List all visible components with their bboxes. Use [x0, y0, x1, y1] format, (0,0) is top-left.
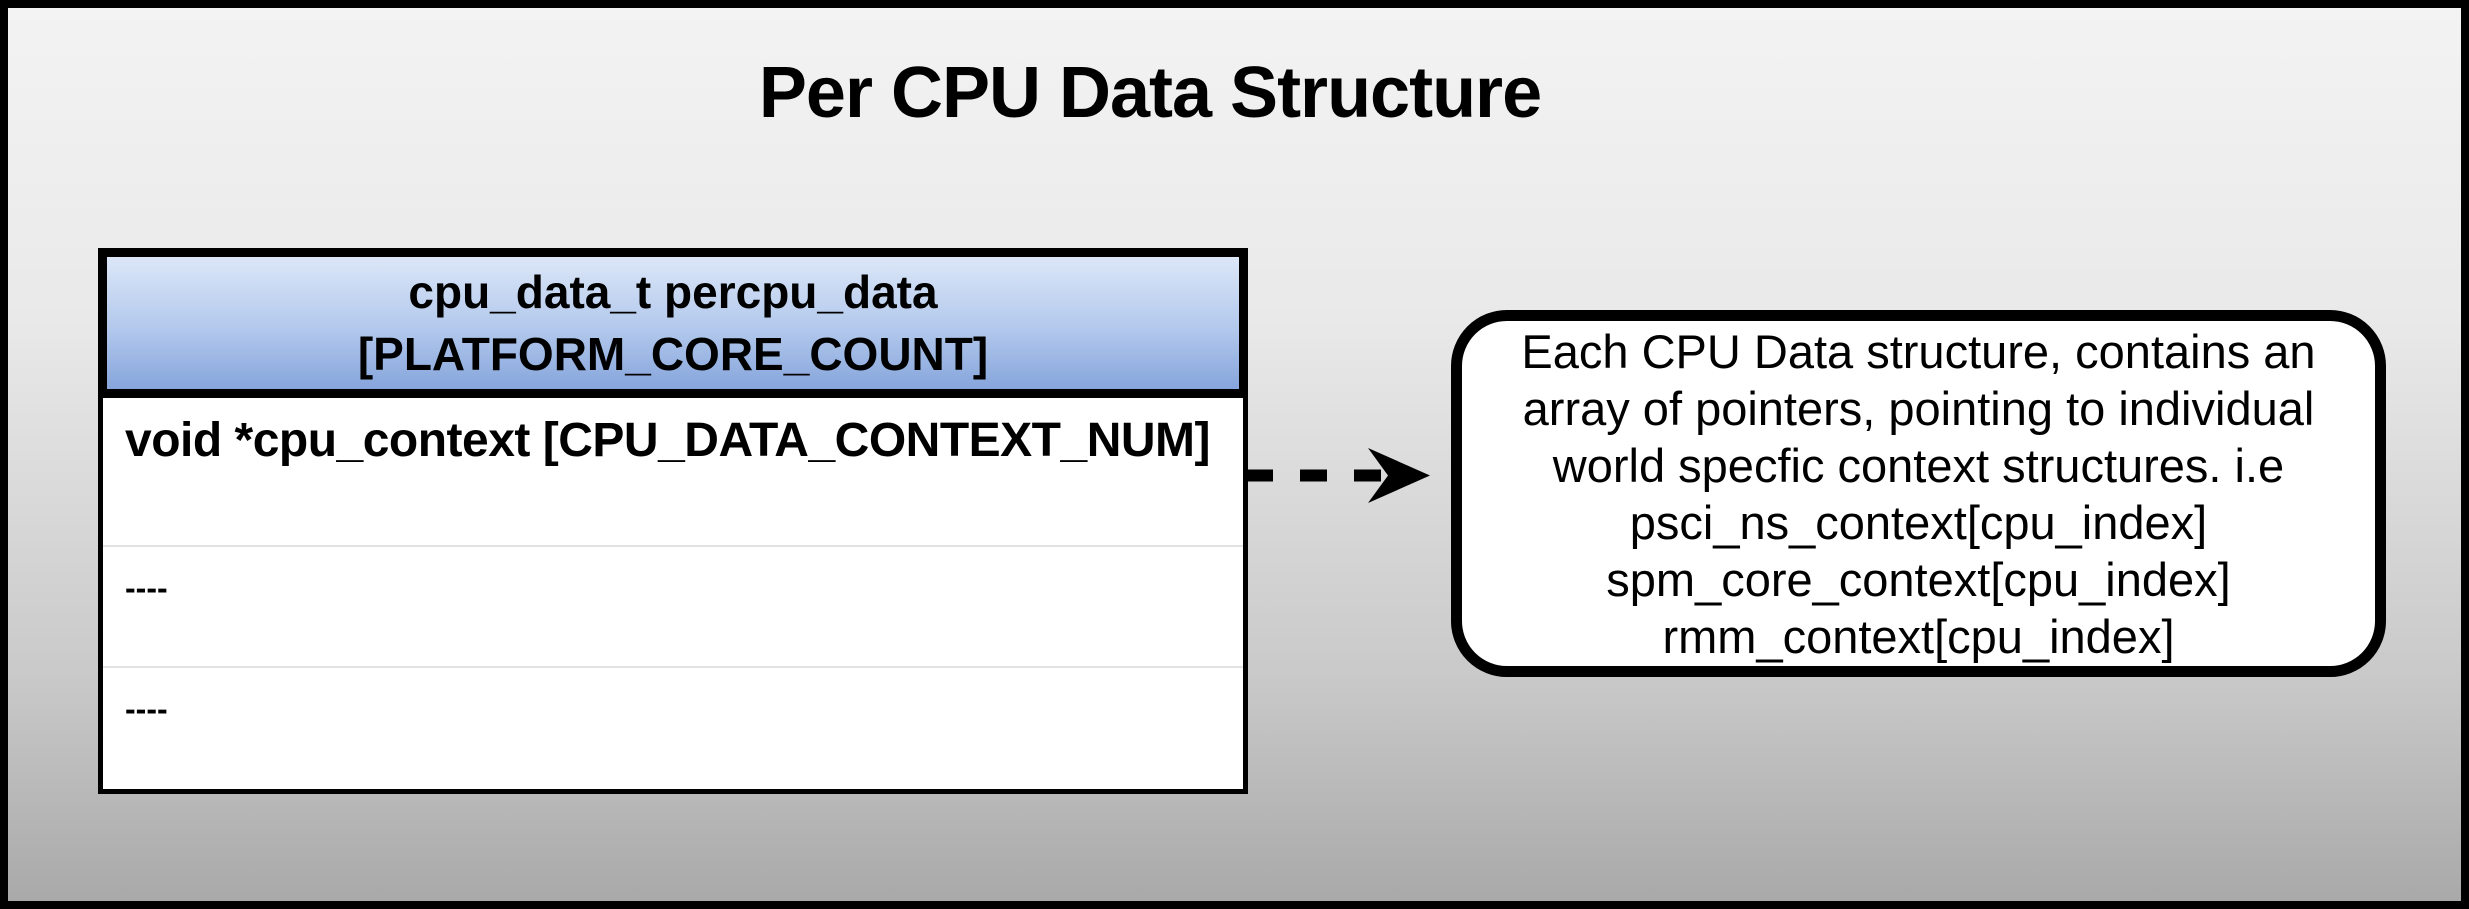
annotation-line: array of pointers, pointing to individua… — [1522, 381, 2315, 435]
annotation-line: psci_ns_context[cpu_index] — [1629, 495, 2208, 549]
table-row-placeholder-2: ---- — [103, 666, 1243, 789]
row-label: ---- — [125, 691, 168, 727]
table-row-placeholder-1: ---- — [103, 545, 1243, 666]
row-label: ---- — [125, 570, 168, 606]
row-label: void *cpu_context [CPU_DATA_CONTEXT_NUM] — [125, 414, 1210, 467]
annotation-box: Each CPU Data structure, contains an arr… — [1451, 310, 2386, 677]
annotation-line: Each CPU Data structure, contains an — [1521, 324, 2316, 378]
page-title: Per CPU Data Structure — [758, 53, 1542, 133]
annotation-line: rmm_context[cpu_index] — [1662, 609, 2175, 663]
table-header-line2: [PLATFORM_CORE_COUNT] — [357, 328, 989, 380]
table-header-line1: cpu_data_t percpu_data — [408, 266, 938, 318]
annotation-line: world specfic context structures. i.e — [1552, 438, 2285, 492]
table-header: cpu_data_t percpu_data [PLATFORM_CORE_CO… — [98, 248, 1248, 398]
table-row-cpu-context: void *cpu_context [CPU_DATA_CONTEXT_NUM] — [103, 393, 1243, 545]
annotation-line: spm_core_context[cpu_index] — [1606, 552, 2231, 606]
